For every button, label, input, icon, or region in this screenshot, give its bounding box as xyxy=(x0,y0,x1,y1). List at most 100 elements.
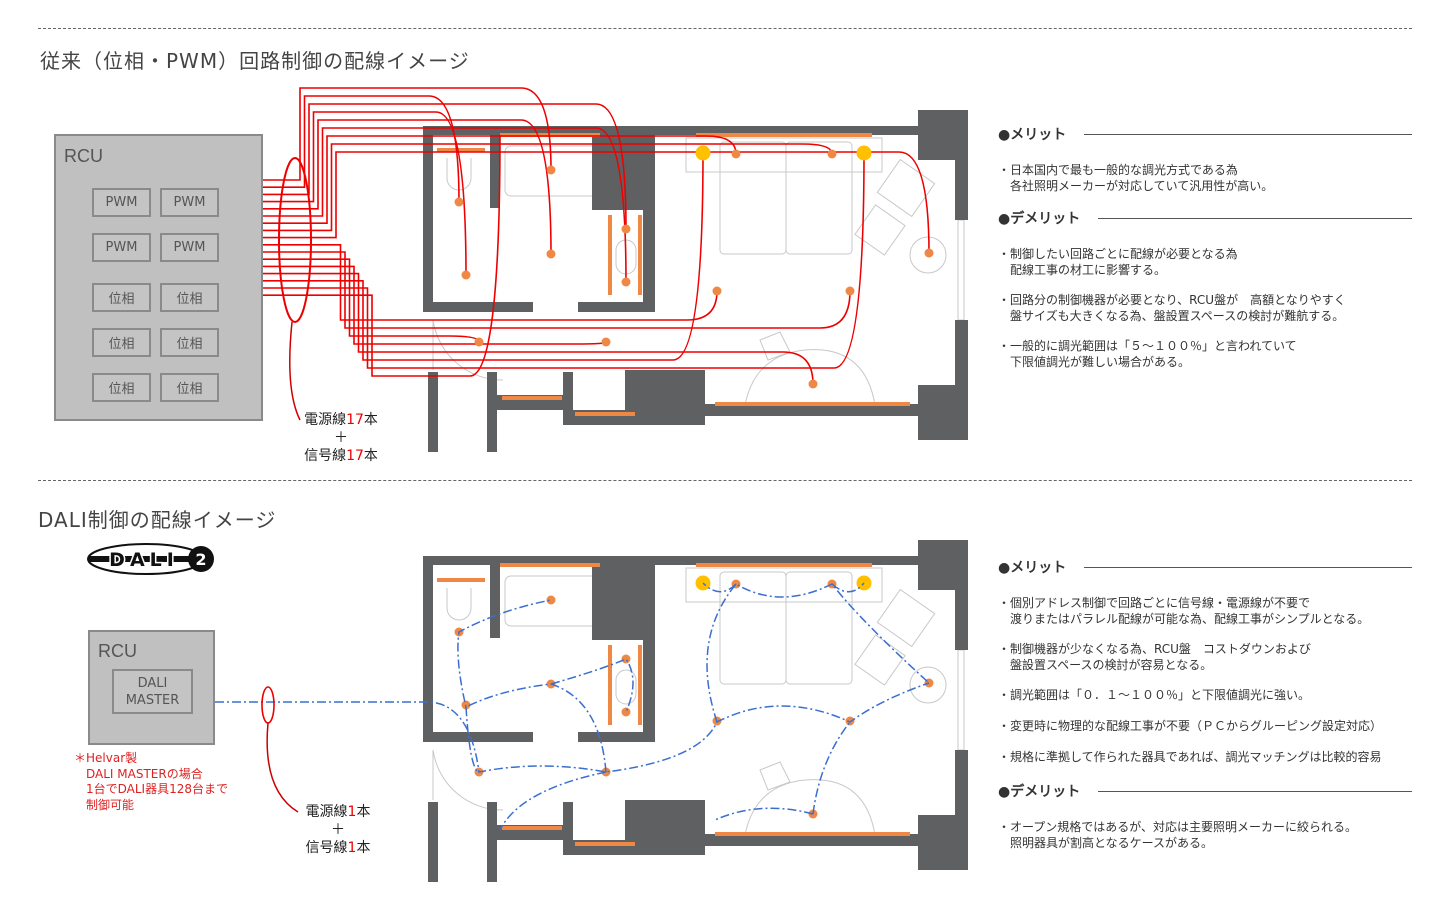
downlight-dot xyxy=(454,197,464,207)
signal-line-count: 17 xyxy=(346,448,364,464)
phase-module: 位相 xyxy=(160,373,219,402)
downlight-dot xyxy=(546,595,556,605)
merit-item: ・調光範囲は「０．１～１００％」と下限値調光に強い。 xyxy=(998,688,1311,702)
downlight-dot xyxy=(461,270,471,280)
wall xyxy=(428,372,438,452)
wall xyxy=(685,834,955,846)
merit-heading: ●メリット xyxy=(998,124,1412,144)
downlight-dot xyxy=(621,707,631,717)
side-table xyxy=(909,666,947,704)
power-line-label: 電源線 xyxy=(304,412,347,428)
wall xyxy=(578,302,655,312)
wall xyxy=(955,110,968,220)
entrance-door xyxy=(432,319,504,381)
dali-logo-text: DALI xyxy=(109,549,179,571)
demerit-item: ・回路分の制御機器が必要となり、RCU盤が 高額となりやすく 盤サイズも大きくな… xyxy=(998,293,1346,323)
power-signal-wire xyxy=(262,134,501,377)
power-signal-wire xyxy=(262,244,718,321)
power-signal-wire xyxy=(262,111,467,276)
wall xyxy=(563,372,573,425)
divider-middle xyxy=(38,480,1412,481)
demerit-item: ・一般的に調光範囲は「５～１００％」と言われていて 下限値調光が難しい場合がある… xyxy=(998,339,1297,369)
power-signal-wire xyxy=(262,119,552,255)
pwm-module: PWM xyxy=(92,233,151,262)
entrance-door xyxy=(432,749,504,811)
helvar-note: ＊Helvar製 DALI MASTERの場合 1台でDALI器具128台まで … xyxy=(74,751,229,812)
power-signal-wire xyxy=(262,87,552,181)
power-signal-wire xyxy=(262,103,627,230)
rcu-panel-conventional: RCU PWM PWM PWM PWM 位相 位相 位相 位相 位相 位相 xyxy=(54,134,263,421)
dali-title: DALI制御の配線イメージ xyxy=(38,508,277,532)
dali-master-line2: MASTER xyxy=(125,692,180,708)
bed xyxy=(719,141,787,255)
headboard xyxy=(685,567,883,603)
dali-bus-wire xyxy=(215,582,930,831)
ottoman xyxy=(854,634,906,686)
wall xyxy=(423,556,433,742)
power-line-label: 電源線 xyxy=(305,804,348,820)
power-signal-wire xyxy=(262,272,814,385)
phase-module: 位相 xyxy=(160,328,219,357)
conventional-pros-cons: ●メリット ・日本国内で最も一般的な調光方式である為 各社照明メーカーが対応して… xyxy=(998,124,1412,370)
wall xyxy=(578,732,655,742)
power-line-count: 1 xyxy=(347,804,357,820)
downlight-dot xyxy=(731,149,741,159)
desk-chair-area xyxy=(744,779,876,836)
phase-module: 位相 xyxy=(92,373,151,402)
pwm-module: PWM xyxy=(92,188,151,217)
plus-sign: ＋ xyxy=(331,822,345,838)
wall xyxy=(423,302,533,312)
rcu-label: RCU xyxy=(64,146,103,166)
downlight-dot xyxy=(845,716,855,726)
wall xyxy=(655,126,955,135)
downlight-dot xyxy=(621,224,631,234)
merit-item: ・日本国内で最も一般的な調光方式である為 各社照明メーカーが対応していて汎用性が… xyxy=(998,163,1274,193)
downlight-dot xyxy=(546,249,556,259)
power-signal-wire xyxy=(262,258,480,343)
dali-master-module: DALI MASTER xyxy=(112,669,193,714)
bed xyxy=(785,571,853,685)
wall xyxy=(487,802,497,882)
power-signal-wire xyxy=(262,152,704,361)
rcu-panel-dali: RCU DALI MASTER xyxy=(88,630,215,745)
downlight-dot xyxy=(546,165,556,175)
dali-logo-number: 2 xyxy=(195,550,206,569)
phase-module: 位相 xyxy=(92,283,151,312)
wall xyxy=(423,126,433,312)
pwm-module: PWM xyxy=(160,188,219,217)
merit-item: ・変更時に物理的な配線工事が不要（ＰＣからグルーピング設定対応） xyxy=(998,719,1383,733)
wall xyxy=(487,372,497,452)
demerit-item: ・制御したい回路ごとに配線が必要となる為 配線工事の材工に影響する。 xyxy=(998,247,1238,277)
power-line-count: 17 xyxy=(346,412,364,428)
merit-heading: ●メリット xyxy=(998,557,1412,577)
wire-count-label-dali: 電源線1本 ＋ 信号線1本 xyxy=(303,803,373,857)
wire-count-label-conventional: 電源線17本 ＋ 信号線17本 xyxy=(303,411,379,465)
wall xyxy=(655,556,955,565)
armchair xyxy=(876,158,936,218)
wall xyxy=(428,802,438,882)
leader-line xyxy=(289,321,301,421)
downlight-dot xyxy=(601,337,611,347)
wall xyxy=(490,556,500,638)
wire-bundle-marker xyxy=(278,157,312,323)
downlight-dot xyxy=(827,149,837,159)
downlight-dot xyxy=(474,337,484,347)
signal-line-label: 信号線 xyxy=(304,448,347,464)
merit-item: ・制御機器が少なくなる為、RCU盤 コストダウンおよび 盤設置スペースの検討が容… xyxy=(998,642,1311,672)
bed xyxy=(785,141,853,255)
demerit-heading: ●デメリット xyxy=(998,208,1412,228)
rcu-label: RCU xyxy=(98,641,137,661)
dali-pros-cons: ●メリット ・個別アドレス制御で回路ごとに信号線・電源線が不要で 渡りまたはパラ… xyxy=(998,557,1412,851)
merit-item: ・規格に準拠して作られた器具であれば、調光マッチングは比較的容易 xyxy=(998,750,1382,764)
headboard xyxy=(685,137,883,173)
window xyxy=(957,649,965,751)
unit: 本 xyxy=(363,412,378,428)
downlight-dot xyxy=(712,286,722,296)
power-signal-wire xyxy=(262,95,460,203)
wire-bundle-marker xyxy=(261,686,275,724)
toilet xyxy=(446,588,472,621)
wall xyxy=(423,732,533,742)
wall xyxy=(643,126,655,312)
dali-master-line1: DALI xyxy=(137,675,168,691)
